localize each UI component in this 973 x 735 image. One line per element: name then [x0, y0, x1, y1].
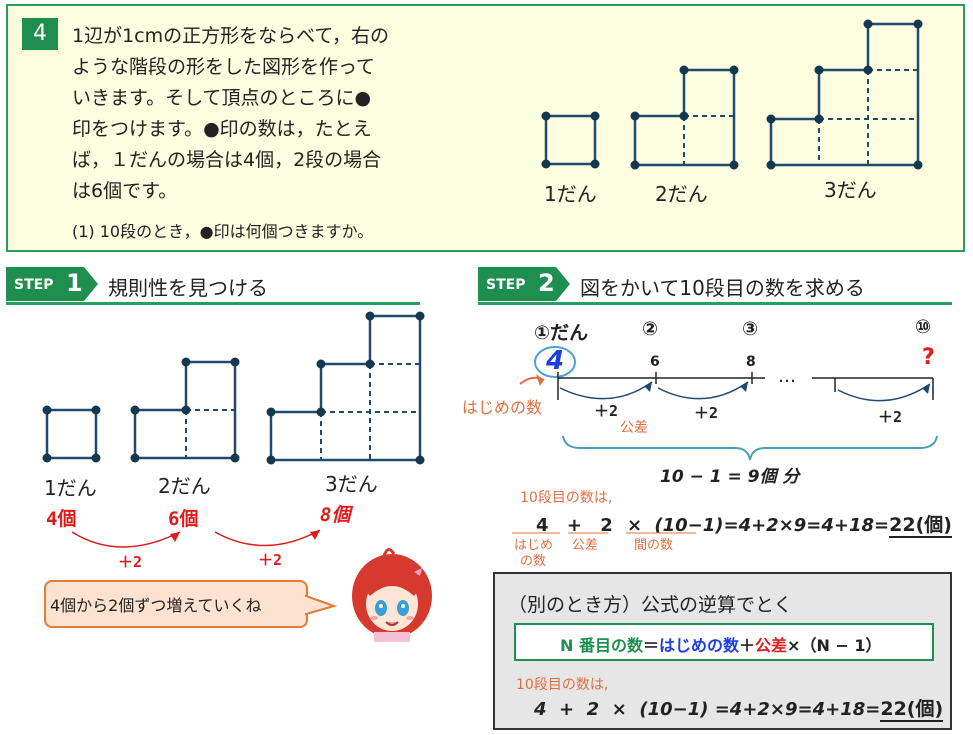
problem-line: は6個です。	[72, 180, 178, 202]
speech-text: 4個から2個ずつ増えていくね	[50, 596, 262, 615]
step1-count: 4個	[46, 508, 77, 530]
calc-first: 4	[536, 515, 549, 536]
step1-staircase-figure	[42, 311, 425, 465]
step1-increment: ＋2	[258, 551, 283, 569]
step2-increment: ＋2	[694, 404, 719, 422]
step1-underline	[6, 302, 420, 305]
step2-marker: ②	[642, 318, 659, 340]
formula-equals: ＝	[642, 636, 659, 655]
step2-sub-label: 間の数	[634, 538, 674, 553]
step1-badge-arrow	[84, 267, 98, 301]
alt-title: （別のとき方）公式の逆算でとく	[508, 594, 793, 616]
formula: N 番目の数＝はじめの数＋公差×（N − 1）	[560, 632, 882, 656]
step2-sub-label: 公差	[572, 538, 599, 553]
step2-calc: 4 + 2 × (10−1)=4+2×9=4+18=22(個)	[536, 510, 952, 538]
speech-bubble	[44, 580, 308, 628]
step1-increment-arrows	[71, 529, 321, 548]
step2-tenth-label: 10段目の数は,	[520, 490, 613, 506]
step1-count: 8個	[320, 504, 351, 526]
step2-sub-label: はじめ	[514, 538, 554, 553]
formula-plus: ＋	[739, 636, 756, 655]
calc-rest: =4+2×9=4+18=	[723, 515, 890, 536]
step1-badge: STEP 1	[6, 267, 84, 301]
step2-badge: STEP 2	[478, 267, 556, 301]
step2-difference-label: 公差	[620, 420, 648, 436]
formula-box	[514, 623, 934, 661]
step1-figure-label: 2だん	[158, 474, 211, 498]
step2-marker: ⑩	[915, 316, 932, 338]
problem-figure-label: 2だん	[655, 182, 708, 206]
problem-line: ような階段の形をした図形を作って	[72, 56, 376, 78]
calc-diff: 2	[600, 515, 613, 536]
step2-badge-word: STEP	[486, 277, 526, 293]
calc-gap: (10−1)	[654, 515, 724, 536]
character-avatar	[352, 548, 432, 642]
step2-badge-number: 2	[538, 269, 555, 297]
step2-badge-arrow	[556, 267, 570, 301]
problem-staircase-figure	[541, 19, 923, 170]
step1-badge-word: STEP	[14, 277, 54, 293]
alt-tenth-label: 10段目の数は,	[516, 677, 609, 693]
step2-marker: ③	[742, 318, 759, 340]
step1-increment: ＋2	[118, 553, 143, 571]
step2-first-term-label: はじめの数	[462, 398, 543, 417]
step2-title: 図をかいて10段目の数を求める	[580, 276, 865, 300]
step2-increment: ＋2	[594, 402, 619, 420]
speech-bubble-tail	[304, 594, 338, 616]
alt-calc-expression: 4 + 2 × (10−1) =4+2×9=4+18=	[534, 699, 881, 720]
formula-diff: 公差	[755, 636, 788, 655]
step1-title: 規則性を見つける	[108, 276, 268, 300]
alt-calc: 4 + 2 × (10−1) =4+2×9=4+18=22(個)	[534, 694, 944, 722]
step2-calc-underlines	[512, 532, 696, 534]
step2-underline	[478, 302, 952, 305]
calc-answer: 22(個)	[889, 514, 952, 538]
step2-ellipsis: …	[778, 366, 796, 387]
step2-number-line	[519, 346, 938, 461]
step1-badge-number: 1	[66, 269, 83, 297]
step2-value: 6	[650, 354, 660, 370]
step1-figure-label: 1だん	[44, 476, 97, 500]
formula-rest: ×（N − 1）	[787, 636, 882, 655]
step2-marker: ①だん	[534, 322, 589, 344]
problem-line: 印をつけます。●印の数は，たとえ	[72, 118, 372, 140]
problem-box	[6, 4, 965, 252]
step1-count: 6個	[168, 508, 199, 530]
step1-figure-label: 3だん	[325, 472, 378, 496]
problem-line: ば，１だんの場合は4個，2段の場合	[72, 149, 382, 171]
problem-number: 4	[22, 18, 58, 50]
formula-first: はじめの数	[658, 636, 739, 655]
step2-value-unknown: ?	[922, 345, 935, 370]
problem-question: (1) 10段のとき，●印は何個つきますか。	[72, 222, 374, 241]
problem-figure-label: 3だん	[824, 178, 877, 202]
alt-calc-answer: 22(個)	[880, 698, 944, 722]
calc-plus: +	[566, 515, 582, 536]
step2-value-first: 4	[546, 346, 565, 376]
step2-increment: ＋2	[878, 408, 903, 426]
step2-value: 8	[746, 354, 756, 370]
formula-n-term: N 番目の数	[560, 636, 643, 655]
problem-line: 1辺が1cmの正方形をならべて，右の	[72, 25, 390, 47]
step2-count-text: 10 − 1 = 9個 分	[660, 467, 800, 487]
problem-figure-label: 1だん	[544, 182, 597, 206]
calc-times: ×	[627, 515, 643, 536]
problem-line: いきます。そして頂点のところに●	[72, 87, 372, 109]
step2-sub-label: の数	[520, 554, 547, 569]
